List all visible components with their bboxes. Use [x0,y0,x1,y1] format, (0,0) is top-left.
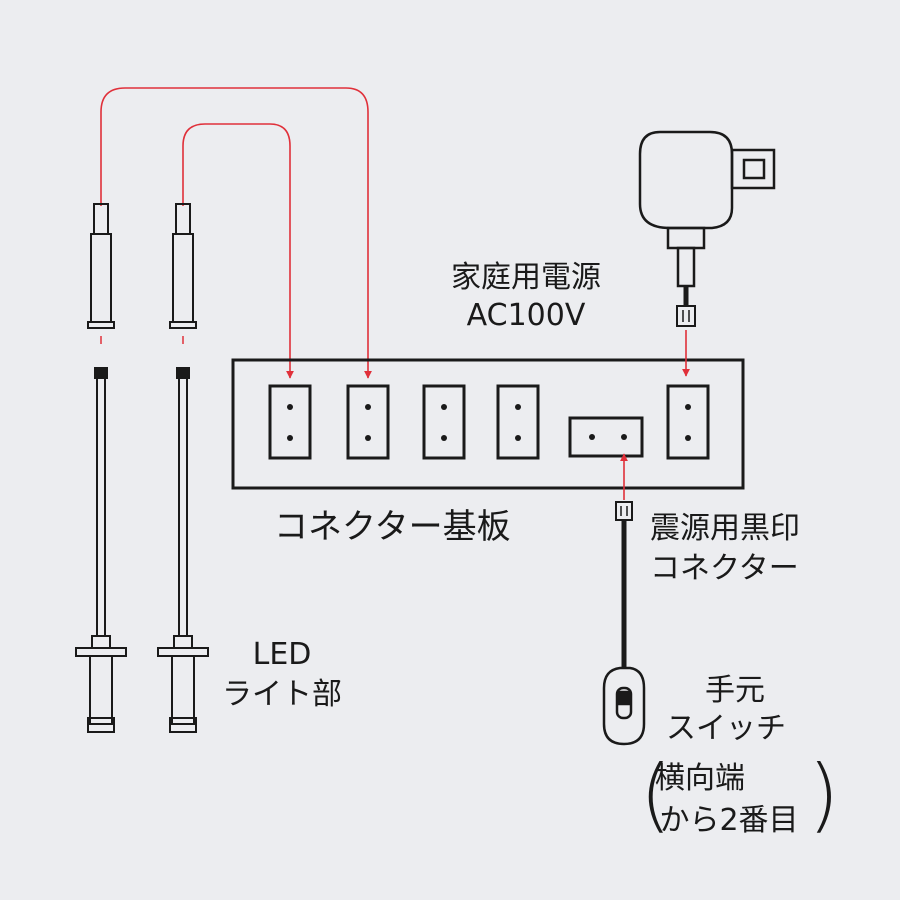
paren-open: ( [640,748,671,841]
socket-4 [496,384,540,460]
led-label-2: ライト部 [222,677,342,712]
wire-led-1 [100,87,372,379]
led-rod-2 [157,367,209,733]
socket-quake [568,416,644,458]
led-plug-1 [87,203,115,329]
wire-led-2 [182,123,294,379]
quake-label-2: コネクター [650,551,799,586]
ac-adapter [638,130,776,288]
socket-2 [346,384,390,460]
switch-label-1: 手元 [705,673,765,708]
hand-switch [602,666,646,746]
adapter-plug [676,305,696,327]
board-label: コネクター基板 [274,507,511,547]
led-rod-1 [75,367,127,733]
switch-label-2: スイッチ [666,711,786,746]
socket-1 [268,384,312,460]
power-label-1: 家庭用電源 [451,260,601,295]
switch-plug [615,501,633,521]
led-label-1: LED [253,637,312,672]
led-plug-2 [169,203,197,329]
connector-board [231,358,745,490]
switch-note-2: から2番目 [659,803,798,838]
quake-label-1: 震源用黒印 [650,511,800,546]
switch-note-1: 横向端 [655,761,745,796]
paren-close: ) [808,748,839,841]
socket-power [666,384,710,460]
socket-3 [422,384,466,460]
power-label-2: AC100V [467,298,586,333]
